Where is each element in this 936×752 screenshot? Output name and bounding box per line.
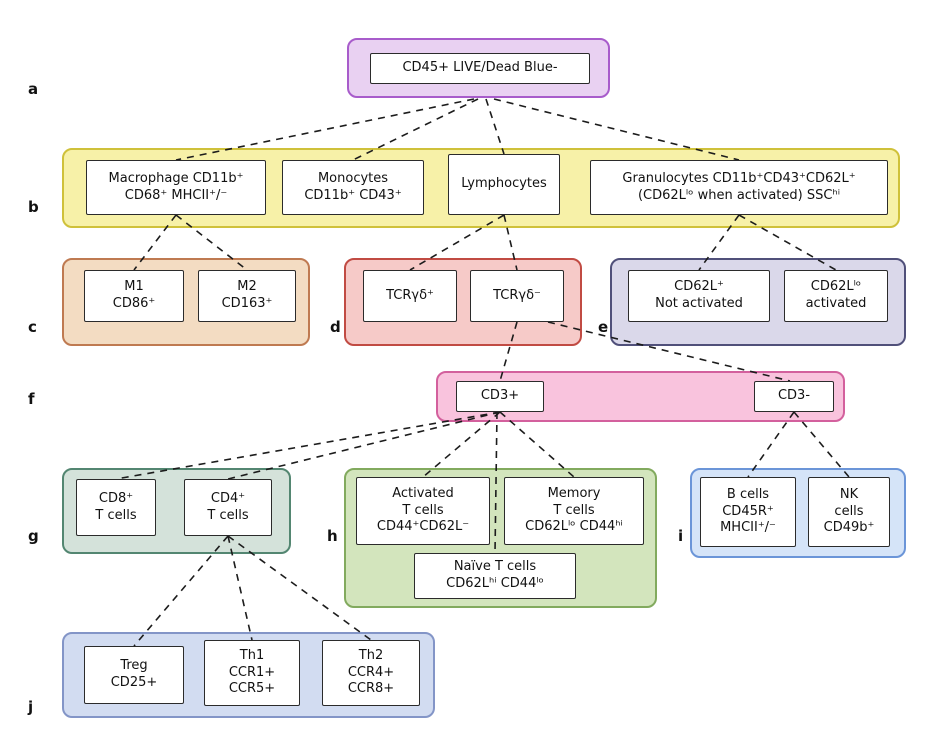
node-tcr-gd-neg: TCRγδ⁻ <box>470 270 564 322</box>
node-naive-t-cells: Naïve T cells CD62Lʰⁱ CD44ˡᵒ <box>414 553 576 599</box>
node-m1: M1 CD86⁺ <box>84 270 184 322</box>
node-macrophage: Macrophage CD11b⁺ CD68⁺ MHCII⁺/⁻ <box>86 160 266 215</box>
node-cd3-pos: CD3+ <box>456 381 544 412</box>
row-label-i: i <box>678 527 684 545</box>
node-granulocytes: Granulocytes CD11b⁺CD43⁺CD62L⁺ (CD62Lˡᵒ … <box>590 160 888 215</box>
node-root: CD45+ LIVE/Dead Blue- <box>370 53 590 84</box>
node-th2: Th2 CCR4+ CCR8+ <box>322 640 420 706</box>
row-label-b: b <box>28 198 39 216</box>
node-cd62l-not-activated: CD62L⁺ Not activated <box>628 270 770 322</box>
node-nk-cells: NK cells CD49b⁺ <box>808 477 890 547</box>
node-m2: M2 CD163⁺ <box>198 270 296 322</box>
node-cd62l-activated: CD62Lˡᵒ activated <box>784 270 888 322</box>
node-lymphocytes: Lymphocytes <box>448 154 560 215</box>
row-label-j: j <box>28 698 34 716</box>
node-cd3-neg: CD3- <box>754 381 834 412</box>
row-label-d: d <box>330 318 341 336</box>
node-treg: Treg CD25+ <box>84 646 184 704</box>
row-label-h: h <box>327 527 338 545</box>
node-b-cells: B cells CD45R⁺ MHCII⁺/⁻ <box>700 477 796 547</box>
node-cd4-t-cells: CD4⁺ T cells <box>184 479 272 536</box>
node-cd8-t-cells: CD8⁺ T cells <box>76 479 156 536</box>
node-th1: Th1 CCR1+ CCR5+ <box>204 640 300 706</box>
row-label-g: g <box>28 527 39 545</box>
row-label-e: e <box>598 318 609 336</box>
row-label-f: f <box>28 390 35 408</box>
node-monocytes: Monocytes CD11b⁺ CD43⁺ <box>282 160 424 215</box>
row-label-c: c <box>28 318 37 336</box>
node-tcr-gd-pos: TCRγδ⁺ <box>363 270 457 322</box>
row-label-a: a <box>28 80 39 98</box>
node-activated-t-cells: Activated T cells CD44⁺CD62L⁻ <box>356 477 490 545</box>
connector <box>485 98 505 155</box>
node-memory-t-cells: Memory T cells CD62Lˡᵒ CD44ʰⁱ <box>504 477 644 545</box>
